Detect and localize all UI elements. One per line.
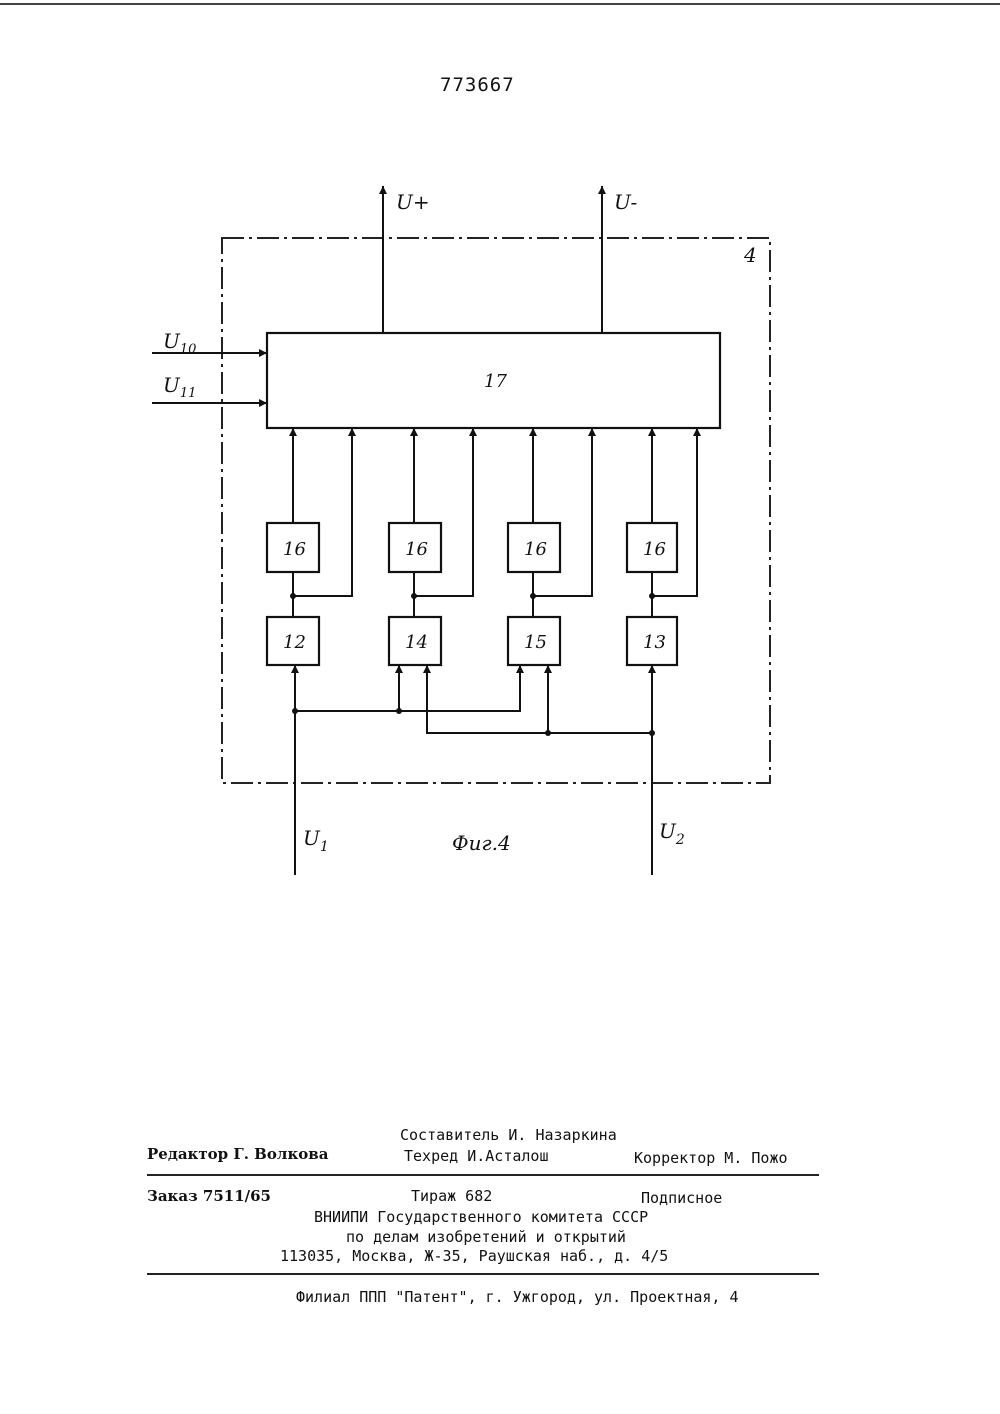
input-u2-label: U2 — [659, 819, 685, 848]
output-u-minus-label: U- — [614, 190, 638, 214]
compiler-line: Составитель И. Назаркина — [400, 1126, 617, 1144]
organization-line-2: по делам изобретений и открытий — [346, 1228, 626, 1246]
divider-bottom — [147, 1273, 819, 1275]
block-16-c-label: 16 — [524, 539, 547, 560]
branch-line: Филиал ППП "Патент", г. Ужгород, ул. Про… — [296, 1288, 739, 1306]
techred-line: Техред И.Асталош — [404, 1147, 549, 1165]
divider-top — [147, 1174, 819, 1176]
block-16-a-label: 16 — [283, 539, 306, 560]
organization-line-1: ВНИИПИ Государственного комитета СССР — [314, 1208, 648, 1226]
block-17-label: 17 — [484, 371, 507, 392]
block-12-label: 12 — [283, 632, 306, 653]
subscription-line: Подписное — [641, 1189, 722, 1207]
block-15-label: 15 — [524, 632, 547, 653]
block-13-label: 13 — [643, 632, 666, 653]
circulation-line: Тираж 682 — [411, 1187, 492, 1205]
editor-line: Редактор Г. Волкова — [147, 1145, 328, 1163]
block-14-label: 14 — [405, 632, 428, 653]
output-u-plus-label: U+ — [396, 190, 430, 214]
block-16-b-label: 16 — [405, 539, 428, 560]
block-4-frame — [222, 238, 770, 783]
input-u10-label: U10 — [163, 329, 196, 357]
input-u11-label: U11 — [163, 373, 196, 401]
address-line: 113035, Москва, Ж-35, Раушская наб., д. … — [280, 1247, 668, 1265]
corrector-line: Корректор М. Пожо — [634, 1149, 788, 1167]
block-16-d-label: 16 — [643, 539, 666, 560]
order-line: Заказ 7511/65 — [147, 1187, 271, 1205]
figure-caption: Фиг.4 — [452, 831, 511, 855]
input-u1-label: U1 — [303, 826, 329, 855]
block-4-label: 4 — [743, 243, 757, 267]
